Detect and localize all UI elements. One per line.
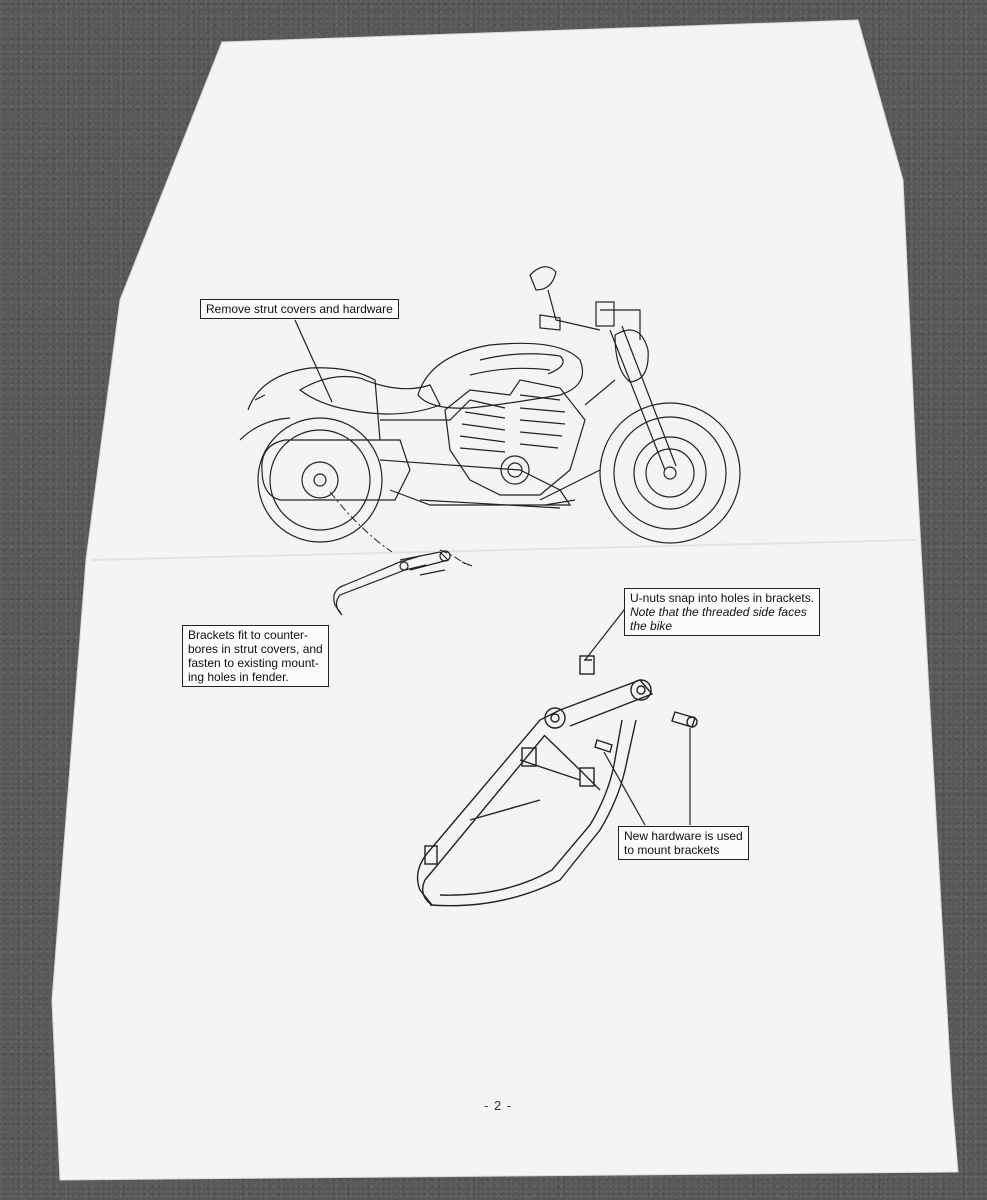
- motorcycle-drawing: [239, 266, 741, 544]
- new-hardware-line-1: New hardware is used: [624, 829, 743, 843]
- brackets-callout: Brackets fit to counter- bores in strut …: [182, 625, 329, 687]
- brackets-line-3: fasten to existing mount-: [188, 656, 319, 670]
- unut-leader: [584, 604, 629, 661]
- unuts-note-2: the bike: [630, 619, 673, 633]
- unuts-callout: U-nuts snap into holes in brackets. Note…: [624, 588, 821, 636]
- remove-strut-text: Remove strut covers and hardware: [206, 302, 393, 316]
- brackets-line-1: Brackets fit to counter-: [188, 628, 309, 642]
- remove-strut-callout: Remove strut covers and hardware: [200, 299, 399, 319]
- brackets-line-4: ing holes in fender.: [188, 670, 289, 684]
- page-number: - 2 -: [484, 1098, 513, 1113]
- new-hardware-callout: New hardware is used to mount brackets: [618, 826, 749, 860]
- unuts-line-1: U-nuts snap into holes in brackets.: [630, 591, 815, 605]
- unuts-note-1: Note that the threaded side faces: [630, 605, 807, 619]
- new-hardware-line-2: to mount brackets: [624, 843, 720, 857]
- brackets-line-2: bores in strut covers, and: [188, 642, 323, 656]
- paper-sheet: [51, 19, 959, 1181]
- fold-crease: [91, 539, 917, 561]
- hardware-leader-1: [603, 751, 646, 826]
- small-bracket-drawing: [333, 550, 473, 616]
- large-bracket-drawing: [416, 655, 698, 907]
- remove-strut-leader: [294, 319, 333, 403]
